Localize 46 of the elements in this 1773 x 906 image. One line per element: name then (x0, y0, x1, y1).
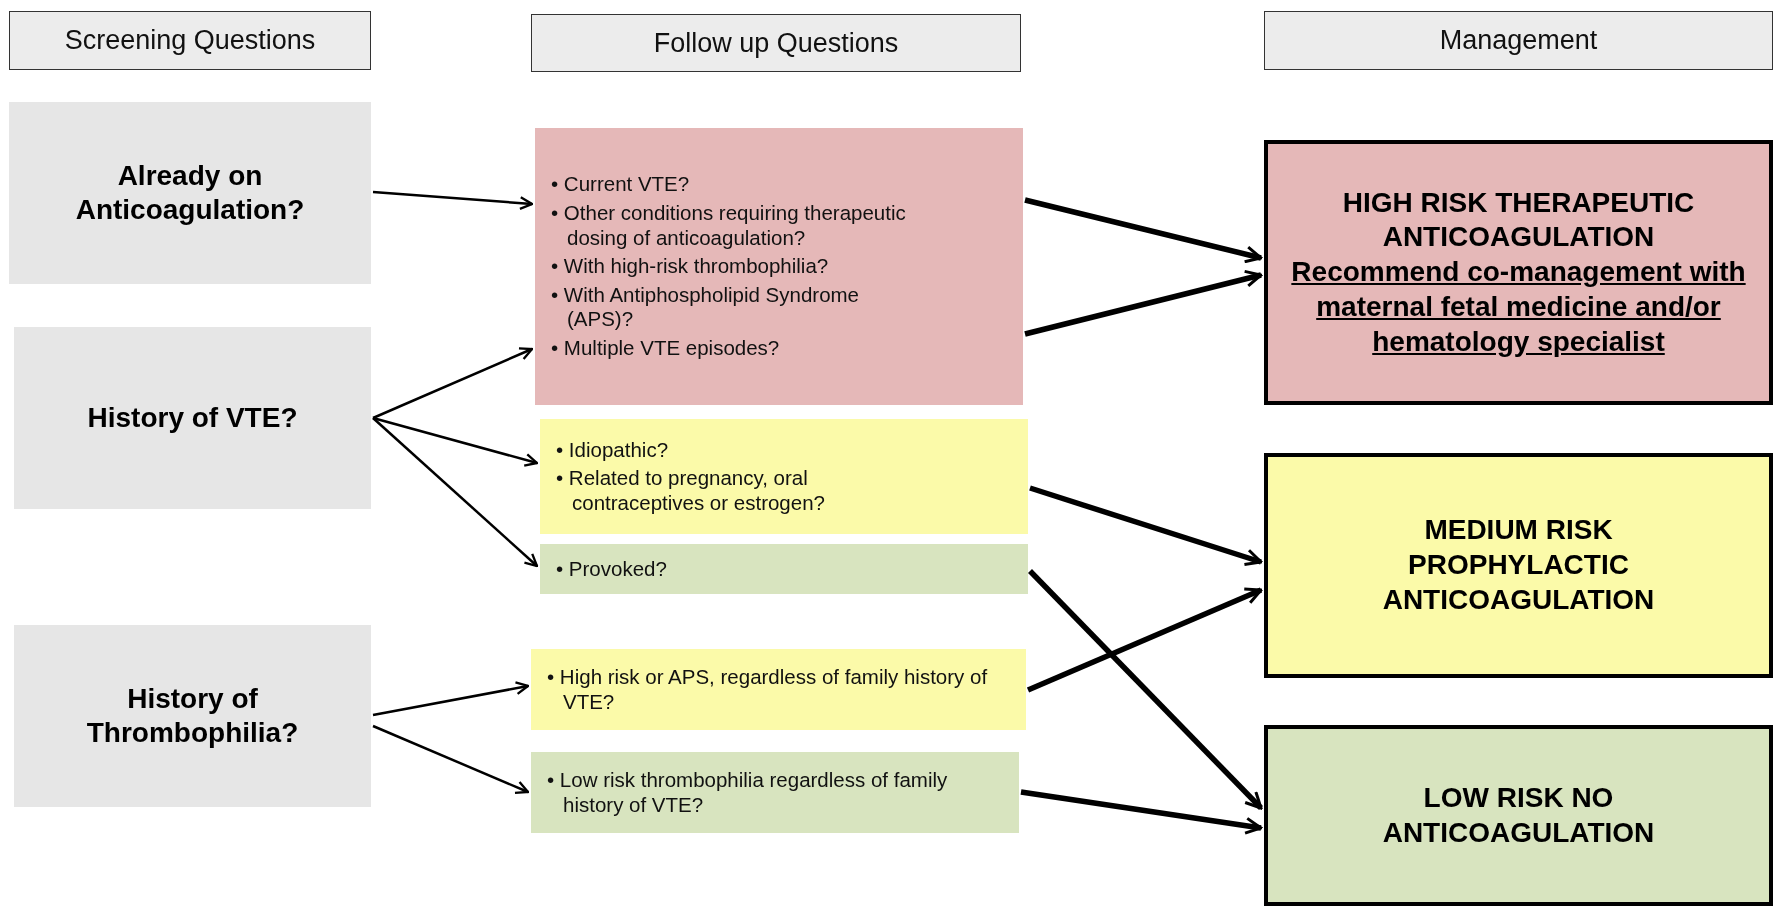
screening-question-box (14, 327, 371, 509)
box-label: Screening Questions (64, 25, 316, 56)
arrow (1020, 789, 1263, 835)
follow-up-box (535, 128, 1023, 405)
recommendation-text: Recommend co-management with maternal fetal medicine and/or hematology specialist (1290, 255, 1747, 359)
bullet-item: • Idiopathic? (556, 437, 670, 463)
management-box (1264, 140, 1773, 405)
arrow (1026, 587, 1263, 693)
box-label: Already on Anticoagulation? (74, 159, 306, 227)
arrow (1024, 269, 1263, 337)
bullet-item: • High risk or APS, regardless of family history of VTE? (547, 664, 989, 715)
box-label: LOW RISK NO ANTICOAGULATION (1381, 780, 1656, 850)
column-header (9, 11, 371, 70)
bullet-item: • Multiple VTE episodes? (551, 336, 781, 361)
bullet-item: • Other conditions requiring therapeutic dosing of anticoagulation? (551, 201, 907, 251)
box-label: Management (1439, 25, 1598, 56)
arrow (1028, 569, 1263, 810)
arrow (1024, 197, 1263, 264)
follow-up-box (531, 649, 1026, 730)
box-label: Follow up Questions (653, 27, 899, 59)
box-label: HIGH RISK THERAPEUTIC ANTICOAGULATION (1341, 185, 1696, 255)
arrow (372, 724, 530, 794)
arrow (372, 416, 539, 467)
management-box (1264, 453, 1773, 678)
bullet-item: • Current VTE? (551, 172, 691, 197)
arrow (372, 681, 530, 717)
arrow (372, 347, 534, 420)
management-box (1264, 725, 1773, 906)
follow-up-box (540, 544, 1028, 594)
arrow (372, 417, 539, 568)
bullet-item: • Low risk thrombophilia regardless of family history of VTE? (547, 767, 949, 818)
bullet-item: • With high-risk thrombophilia? (551, 254, 830, 279)
box-label: History of Thrombophilia? (85, 682, 300, 750)
bullet-item: • Related to pregnancy, oral contraceptives or estrogen? (556, 466, 826, 516)
screening-question-box (14, 625, 371, 807)
column-header (531, 14, 1021, 72)
column-header (1264, 11, 1773, 70)
follow-up-box (540, 419, 1028, 534)
arrow (1029, 485, 1263, 567)
bullet-item: • Provoked? (556, 556, 668, 582)
bullet-item: • With Antiphospholipid Syndrome (APS)? (551, 282, 860, 332)
follow-up-box (531, 752, 1019, 833)
box-label: History of VTE? (87, 401, 298, 435)
box-label: MEDIUM RISK PROPHYLACTIC ANTICOAGULATION (1381, 513, 1656, 617)
arrow (372, 190, 534, 211)
screening-question-box (9, 102, 371, 284)
